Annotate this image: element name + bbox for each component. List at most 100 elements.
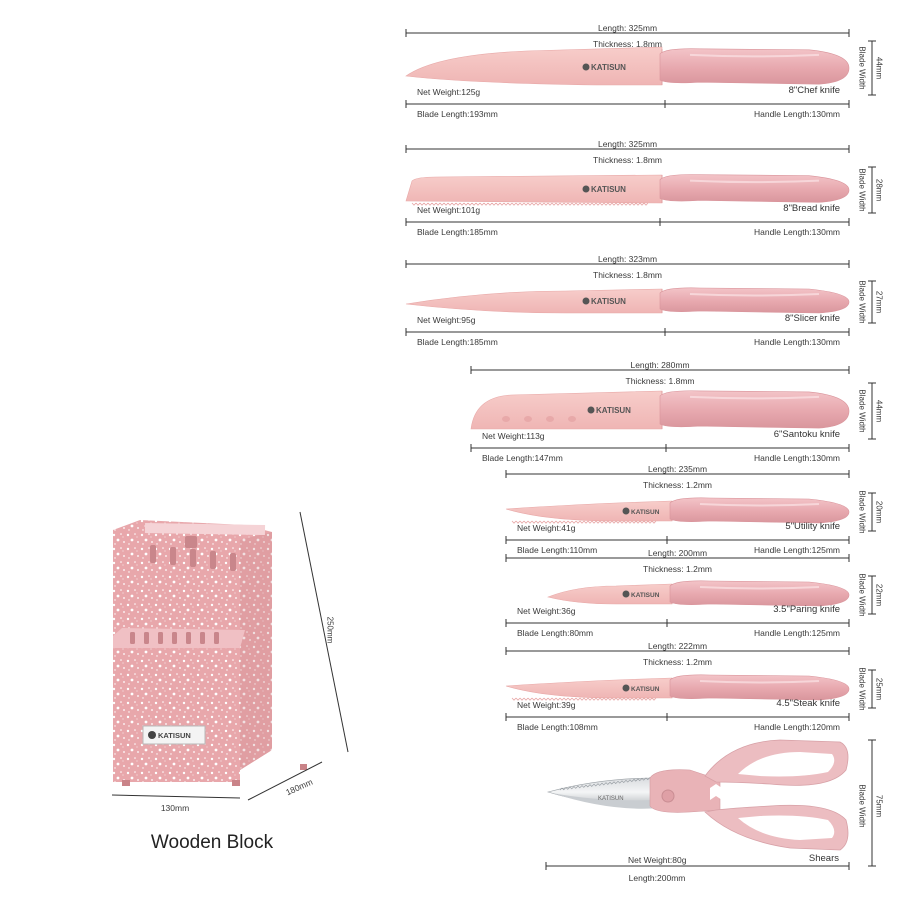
block-side [240, 532, 272, 770]
brand-logo-text: KATISUN [631, 592, 660, 599]
block-slot-large [185, 536, 197, 548]
knife-handle-length-5: Handle Length:125mm [753, 545, 840, 555]
block-foot [232, 780, 240, 786]
knife-illustration-2: KATISUN [405, 174, 850, 206]
handle [669, 580, 850, 607]
knife-thickness-4: Thickness: 1.8mm [625, 376, 695, 386]
shears-net-weight: Net Weight:80g [628, 855, 687, 865]
knife-blade-width-label-1: Blade Width [857, 46, 867, 90]
knife-name-5: 5"Utility knife [785, 521, 840, 532]
knife-length-1: Length: 325mm [597, 23, 658, 33]
serrated-edge [511, 697, 657, 701]
knife-illustration-3: KATISUN [405, 287, 850, 314]
knife-illustration-4: KATISUN [470, 390, 850, 430]
brand-logo: KATISUN [582, 297, 626, 306]
knife-handle-length-3: Handle Length:130mm [753, 337, 840, 347]
shears-name: Shears [808, 853, 839, 864]
knife-blade-length-1: Blade Length:193mm [417, 109, 498, 119]
handle [659, 287, 850, 314]
blade [405, 46, 663, 86]
knife-net-weight-5: Net Weight:41g [517, 523, 576, 533]
block-height-line [299, 511, 349, 753]
block-slot [172, 632, 177, 644]
block-slot [190, 549, 196, 567]
brand-logo: KATISUN [622, 590, 660, 599]
handle [659, 390, 850, 429]
knife-blade-width-label-5: Blade Width [857, 490, 867, 534]
knife-handle-length-7: Handle Length:120mm [753, 722, 840, 732]
knife-blade-width-3: 27mm [874, 290, 884, 314]
knife-blade-width-label-7: Blade Width [857, 667, 867, 711]
shears-illustration: KATISUN [545, 739, 876, 870]
block-slot [214, 632, 219, 644]
knife-length-7: Length: 222mm [647, 641, 708, 651]
knife-thickness-7: Thickness: 1.2mm [643, 657, 712, 667]
block-badge [142, 725, 206, 745]
handle-highlight [689, 395, 820, 400]
shears-bottle-opener [710, 784, 758, 800]
knife-blade-width-label-4: Blade Width [857, 389, 867, 433]
knife-blade-length-2: Blade Length:185mm [417, 227, 498, 237]
knife-blade-width-label-3: Blade Width [857, 280, 867, 324]
shears-serration [559, 777, 653, 791]
knife-thickness-6: Thickness: 1.2mm [643, 564, 712, 574]
granton-dimple [524, 416, 532, 422]
brand-logo-text: KATISUN [631, 509, 660, 516]
brand-logo-text: KATISUN [591, 297, 626, 306]
shears-brand: KATISUN [598, 796, 624, 802]
granton-dimple [546, 416, 554, 422]
knife-net-weight-6: Net Weight:36g [517, 606, 576, 616]
handle [659, 174, 850, 203]
brand-logo-emblem [587, 406, 595, 414]
brand-logo-emblem [622, 684, 630, 692]
block-slot [144, 632, 149, 644]
knife-handle-length-6: Handle Length:125mm [753, 628, 840, 638]
brand-logo: KATISUN [582, 185, 626, 194]
blade [470, 390, 663, 430]
knife-name-6: 3.5"Paring knife [773, 604, 840, 615]
block-badge-text: KATISUN [158, 731, 191, 740]
knife-length-5: Length: 235mm [647, 464, 708, 474]
knife-dimensions-3 [405, 260, 876, 336]
block-upper-front [113, 530, 240, 640]
blade [405, 174, 663, 204]
knife-blade-width-label-6: Blade Width [857, 573, 867, 617]
block-slot [150, 545, 156, 563]
brand-logo: KATISUN [622, 507, 660, 516]
brand-logo-text: KATISUN [591, 185, 626, 194]
handle [669, 497, 850, 524]
block-slot [200, 632, 205, 644]
knife-dimensions-5 [505, 470, 876, 544]
knife-thickness-3: Thickness: 1.8mm [593, 270, 662, 280]
block-badge-emblem [148, 731, 156, 739]
knife-handle-length-2: Handle Length:130mm [753, 227, 840, 237]
brand-logo-emblem [582, 63, 590, 71]
knife-blade-width-5: 20mm [874, 500, 884, 524]
brand-logo: KATISUN [622, 684, 660, 693]
handle [669, 674, 850, 701]
knife-blade-width-6: 22mm [874, 583, 884, 607]
handle [659, 48, 850, 85]
knife-blade-width-4: 44mm [874, 399, 884, 423]
knife-blade-width-label-2: Blade Width [857, 168, 867, 212]
block-caption: Wooden Block [150, 832, 274, 853]
block-slot [186, 632, 191, 644]
knife-dimensions-4 [470, 366, 876, 452]
block-slot [158, 632, 163, 644]
knife-blade-length-7: Blade Length:108mm [517, 722, 598, 732]
block-slot [130, 632, 135, 644]
knife-name-1: 8"Chef knife [788, 85, 840, 96]
knife-blade-width-7: 25mm [874, 677, 884, 701]
knife-illustration-5: KATISUN [505, 497, 850, 524]
shears-length: Length:200mm [628, 873, 686, 883]
knife-illustration-6: KATISUN [547, 580, 850, 607]
handle-highlight [689, 293, 820, 297]
serrated-edge [411, 202, 649, 206]
knife-illustration-1: KATISUN [405, 46, 850, 86]
block-front [113, 648, 240, 782]
shears-blade-width-label: Blade Width [857, 784, 867, 828]
shears-blade-width: 75mm [874, 794, 884, 818]
block-slot [230, 553, 236, 571]
knife-dimensions-2 [405, 145, 876, 226]
